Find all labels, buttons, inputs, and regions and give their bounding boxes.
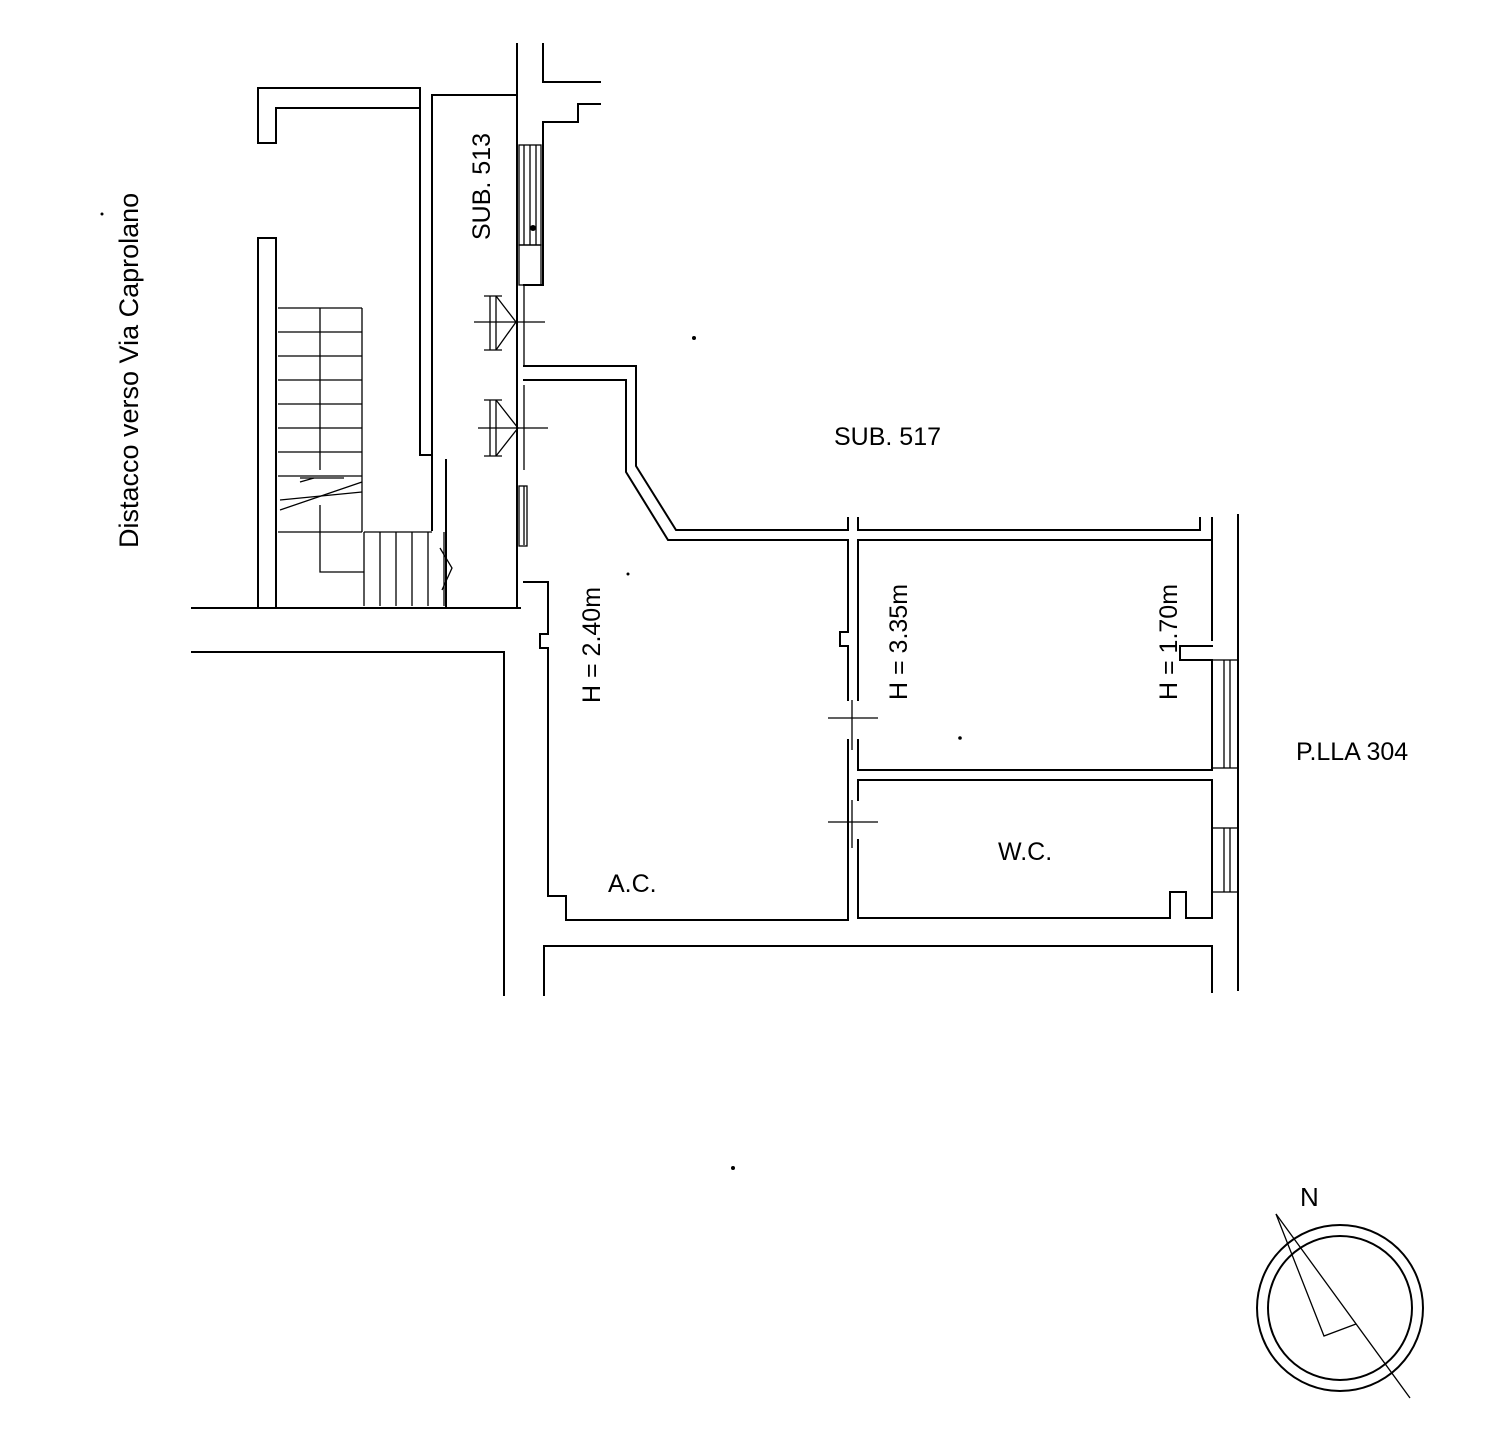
wc-label: W.C. — [998, 838, 1052, 866]
sub-517-label: SUB. 517 — [834, 423, 941, 451]
door-symbol — [474, 295, 545, 351]
door-symbol — [828, 700, 878, 848]
north-arrow-icon: N — [1256, 1182, 1424, 1399]
corridor-walls — [516, 43, 601, 609]
scan-specks — [100, 212, 962, 1170]
parcel-label: P.LLA 304 — [1296, 738, 1408, 766]
height-label-corner: H = 1.70m — [1155, 584, 1183, 700]
door-symbol — [478, 399, 548, 457]
north-label: N — [1300, 1182, 1319, 1212]
unit-walls — [523, 365, 1239, 996]
ac-label: A.C. — [608, 870, 657, 898]
stair-treads — [278, 307, 453, 606]
height-label-room: H = 3.35m — [885, 584, 913, 700]
height-label-ac: H = 2.40m — [578, 587, 606, 703]
sub-513-label: SUB. 513 — [468, 133, 496, 240]
street-label: Distacco verso Via Caprolano — [114, 193, 144, 548]
stair-block — [191, 87, 521, 996]
